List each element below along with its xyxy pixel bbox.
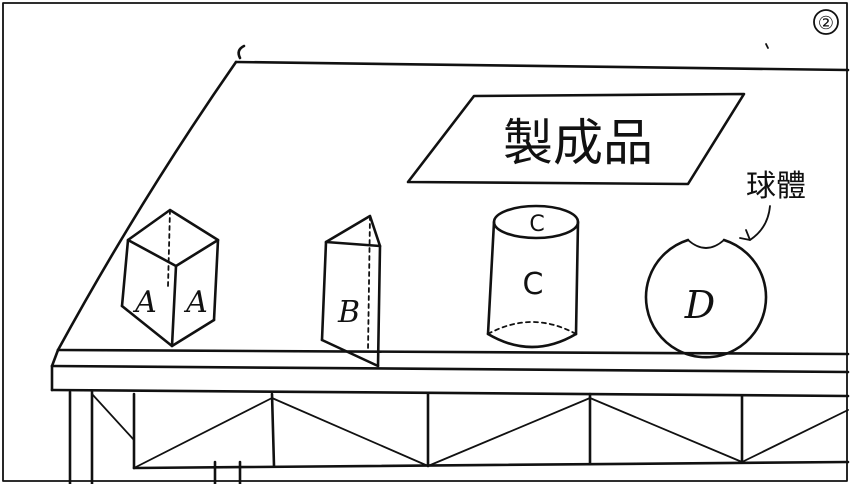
- label-d: D: [684, 283, 715, 327]
- label-c-body: C: [523, 267, 544, 302]
- page-number-text: ②: [818, 13, 834, 34]
- table-top: [50, 44, 850, 398]
- object-a-square-prism: A A: [120, 208, 220, 348]
- object-d-sphere: D: [644, 238, 768, 359]
- label-a-left: A: [132, 285, 157, 320]
- label-b: B: [337, 295, 360, 330]
- sphere-annotation: 球體: [739, 169, 806, 241]
- label-a-right: A: [183, 285, 208, 320]
- table-truss: [68, 390, 850, 484]
- sign-text: 製成品: [503, 114, 653, 172]
- object-c-cylinder: C C: [486, 204, 580, 349]
- label-c-top: C: [529, 212, 544, 237]
- object-b-triangular-prism: B: [320, 214, 382, 368]
- sphere-note: 球體: [746, 169, 806, 204]
- stray-mark: [765, 43, 769, 49]
- page-number: ②: [813, 9, 839, 35]
- product-sign: 製成品: [406, 92, 746, 186]
